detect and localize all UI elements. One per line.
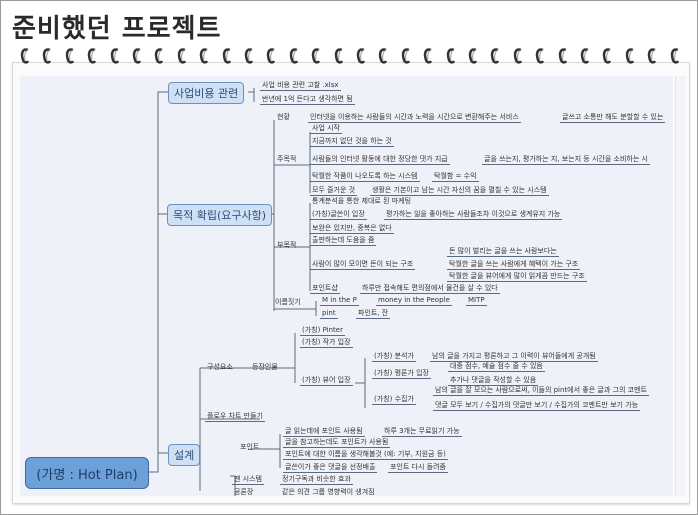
spiral-ring-icon [356, 46, 366, 66]
mind-map-topic[interactable]: 글쓴이가 좋은 댓글을 선정배출 [283, 463, 378, 473]
mind-map-topic[interactable]: 댓글 모두 보기 / 수집가의 댓글만 보기 / 수집가의 코멘트만 보기 가능 [433, 401, 641, 411]
spiral-ring-icon [289, 46, 299, 66]
mind-map-topic[interactable]: 포인트 다시 돌려줌 [388, 463, 448, 473]
mind-map-topic[interactable]: 글쓰고 소통만 해도 분할할 수 있는 [560, 113, 666, 123]
spiral-ring-icon [401, 46, 411, 66]
mind-map-topic[interactable]: (가칭) 분석가 [372, 352, 416, 362]
spiral-ring-icon [558, 46, 568, 66]
mind-map-topic[interactable]: 대중 점수, 예술 점수 줄 수 있음 [448, 362, 545, 372]
spiral-ring-icon [670, 46, 680, 66]
mind-map-topic[interactable]: 반년에 1억 든다고 생각하면 됨 [260, 95, 355, 105]
mind-map-topic[interactable]: 탁월한 글을 쓰는 사람에게 혜택이 가는 구조 [447, 260, 581, 270]
mind-map-topic[interactable]: 포인트 [240, 443, 260, 451]
mind-map-topic[interactable]: 사람이 많이 모이면 돈이 되는 구조 [310, 260, 416, 270]
mind-map-topic[interactable]: 같은 의견 그룹 영향력이 생겨짐 [282, 488, 375, 496]
spiral-ring-icon [647, 46, 657, 66]
mind-map-topic[interactable]: 이름짓기 [275, 298, 301, 306]
spiral-ring-icon [446, 46, 456, 66]
mind-map-topic[interactable]: 탁월한 글을 뷰어에게 많이 읽게끔 만드는 구조 [447, 272, 587, 282]
spiral-ring-icon [244, 46, 254, 66]
root-node[interactable]: (가명 : Hot Plan) [25, 457, 149, 489]
mind-map-topic[interactable]: MITP [466, 296, 487, 306]
mind-map-topic[interactable]: 생활은 기본이고 남는 시간 자신의 꿈을 펼칠 수 있는 시스템 [370, 186, 549, 196]
mind-map-topic[interactable]: 보완은 있지만, 중복은 없다 [310, 224, 394, 234]
spiral-ring-icon [87, 46, 97, 66]
spiral-ring-icon [177, 46, 187, 66]
node-purpose[interactable]: 목적 확립(요구사항) [167, 204, 273, 226]
mind-map-topic[interactable]: 인터넷을 이용하는 사람들의 시간과 노력을 시간으로 변환해주는 서비스 [308, 113, 521, 123]
mind-map-topic[interactable]: 사업 시작 [310, 124, 342, 134]
mind-map-topic[interactable]: 플로우 차트 만들기 [205, 412, 265, 422]
mind-map-topic[interactable]: 평가하는 일을 좋아하는 사람들조차 이것으로 생계유지 가능 [384, 210, 563, 220]
mind-map-topic[interactable]: 파인트, 잔 [356, 309, 391, 319]
spiral-ring-icon [490, 46, 500, 66]
mind-map-topic[interactable]: 추가나 댓글을 작성할 수 있음 [448, 376, 539, 386]
mind-map-topic[interactable]: 사람들의 인터넷 활동에 대한 정당한 댓가 지급 [310, 155, 450, 165]
node-design[interactable]: 설계 [168, 444, 201, 466]
spiral-ring-icon [423, 46, 433, 66]
mind-map-topic[interactable]: 공론장 [234, 488, 254, 496]
mind-map-topic[interactable]: 모두 즐거운 것 [310, 186, 358, 196]
mind-map-topic[interactable]: 현황 [277, 113, 290, 121]
spiral-ring-icon [222, 46, 232, 66]
spiral-ring-icon [580, 46, 590, 66]
scrollbar[interactable] [675, 76, 686, 496]
mind-map-topic[interactable]: 구성요소 [207, 363, 233, 371]
spiral-ring-icon [154, 46, 164, 66]
mind-map-topic[interactable]: 돈 많이 벌리는 글을 쓰는 사람보다는 [447, 247, 559, 257]
page-title: 준비했던 프로젝트 [12, 14, 222, 44]
mind-map-topic[interactable]: M in the P [320, 296, 359, 306]
mind-map-topic[interactable]: 남의 글을 가지고 평론하고 그 이력이 뷰어들에게 공개됨 [430, 352, 598, 362]
mind-map-topic[interactable]: 하루만 접속해도 편의점에서 물건을 살 수 있다 [360, 284, 500, 294]
mind-map-topic[interactable]: (가칭) 뷰어 입장 [300, 376, 353, 386]
mind-map-topic[interactable]: (가칭) 수집가 [372, 395, 416, 405]
mind-map-topic[interactable]: 주목적 [277, 155, 297, 163]
mind-map-topic[interactable]: pint [320, 309, 338, 319]
spiral-ring-icon [602, 46, 612, 66]
spiral-ring-icon [199, 46, 209, 66]
mind-map-topic[interactable]: 탁월함 = 수익 [432, 172, 479, 182]
mind-map-topic[interactable]: 팬 시스템 [232, 475, 264, 485]
spiral-binding [20, 46, 690, 68]
spiral-ring-icon [65, 46, 75, 66]
spiral-ring-icon [42, 46, 52, 66]
spiral-ring-icon [266, 46, 276, 66]
mind-map-topic[interactable]: 지금까지 없던 것을 하는 것 [310, 137, 394, 147]
mind-map-topic[interactable]: money in the People [376, 296, 452, 306]
spiral-ring-icon [625, 46, 635, 66]
mind-map-topic[interactable]: (가칭) 작가 입장 [300, 338, 353, 348]
mind-map-connectors [147, 88, 366, 496]
mind-map-topic[interactable]: 탁월한 작품이 나오도록 하는 시스템 [310, 172, 420, 182]
mind-map-image: 사업비용 관련 목적 확립(요구사항) 설계 (가명 : Hot Plan) 사… [20, 76, 673, 496]
mind-map-topic[interactable]: (가칭)글쓴이 입장 [310, 210, 367, 220]
spiral-ring-icon [20, 46, 30, 66]
mind-map-topic[interactable]: 글 읽는데에 포인트 사용됨 [283, 427, 365, 437]
spiral-ring-icon [535, 46, 545, 66]
spiral-ring-icon [378, 46, 388, 66]
mind-map-topic[interactable]: 글을 쓰는지, 평가하는 지, 보는지 등 시간을 소비하는 시 [482, 155, 650, 165]
mind-map-topic[interactable]: 출판하는데 도움을 줌 [310, 236, 377, 246]
mind-map-topic[interactable]: (가칭) Pinter [300, 326, 345, 336]
mind-map-topic[interactable]: 하루 3개는 무료읽기 가능 [382, 427, 462, 437]
mind-map-topic[interactable]: 포인트에 대한 이름을 생각해볼것 (예: 기부, 지원금 등) [283, 450, 448, 460]
spiral-ring-icon [513, 46, 523, 66]
spiral-ring-icon [110, 46, 120, 66]
mind-map-topic[interactable]: (가칭) 평론가 입장 [372, 369, 431, 379]
mind-map-topic[interactable]: 등장인물 [252, 363, 278, 371]
node-business-cost[interactable]: 사업비용 관련 [168, 82, 245, 104]
mind-map-topic[interactable]: 남의 글을 잘 모으는 사람으로써, 이들의 pint에서 좋은 글과 그의 코… [433, 386, 649, 396]
spiral-ring-icon [311, 46, 321, 66]
spiral-ring-icon [468, 46, 478, 66]
mind-map-topic[interactable]: 포인트샵 [310, 284, 340, 294]
mind-map-topic[interactable]: 부목적 [277, 241, 297, 249]
spiral-ring-icon [334, 46, 344, 66]
mind-map-topic[interactable]: 정기구독과 비슷한 효과 [280, 475, 353, 485]
spiral-ring-icon [132, 46, 142, 66]
mind-map-topic[interactable]: 사업 비용 관련 고찰 .xlsx [260, 81, 341, 91]
mind-map-topic[interactable]: 통계분석을 통한 제대로 된 마케팅 [312, 197, 412, 205]
mind-map-topic[interactable]: 글을 참고하는데도 포인트가 사용됨 [283, 438, 391, 448]
